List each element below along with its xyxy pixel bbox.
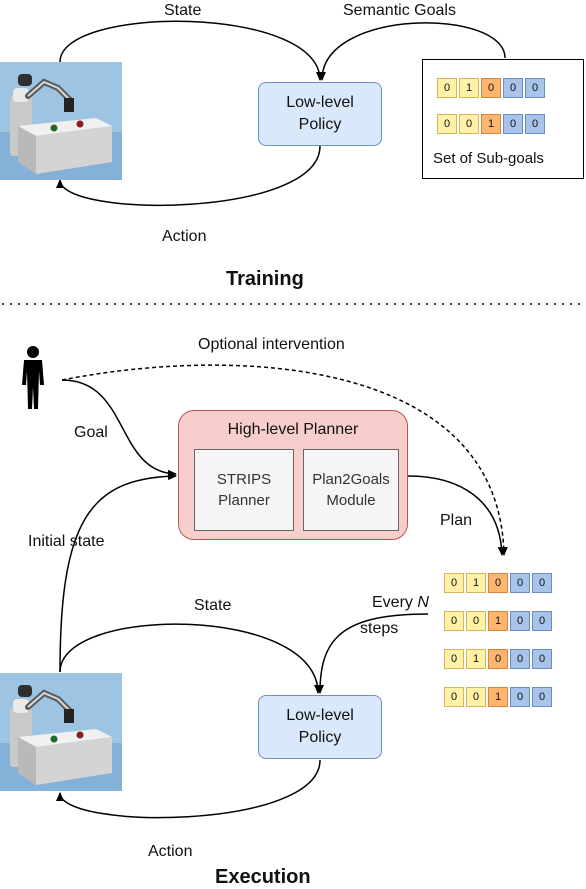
subgoal-cell: 0 xyxy=(510,687,530,707)
execution-action-label: Action xyxy=(148,843,193,860)
training-low-level-policy-box: Low-level Policy xyxy=(258,82,382,146)
robot-scene-image xyxy=(0,673,122,791)
policy-line1: Low-level xyxy=(286,707,354,724)
strips-line2: Planner xyxy=(218,492,270,509)
every-n-variable: N xyxy=(417,594,429,611)
training-goals-arrow xyxy=(318,22,506,81)
subgoal-set-caption: Set of Sub-goals xyxy=(433,150,544,167)
robot-scene-image xyxy=(0,62,122,180)
subgoal-cell: 0 xyxy=(437,114,457,134)
subgoal-cell: 0 xyxy=(503,114,523,134)
execution-low-level-policy-box: Low-level Policy xyxy=(258,695,382,759)
plan-arrow xyxy=(407,475,506,556)
high-level-planner-box: High-level Planner STRIPS Planner Plan2G… xyxy=(178,410,408,540)
initial-state-label: Initial state xyxy=(28,533,105,550)
subgoal-cell: 0 xyxy=(444,687,464,707)
subgoal-cell: 0 xyxy=(510,649,530,669)
training-state-label: State xyxy=(164,2,202,19)
strips-line1: STRIPS xyxy=(216,471,272,488)
subgoal-cell: 1 xyxy=(488,687,508,707)
semantic-goals-label: Semantic Goals xyxy=(343,2,456,19)
initial-state-arrow xyxy=(59,472,177,673)
subgoal-cell: 1 xyxy=(466,649,486,669)
optional-intervention-label: Optional intervention xyxy=(198,336,345,353)
subgoal-cell: 0 xyxy=(466,611,486,631)
plan2goals-module-box: Plan2Goals Module xyxy=(303,449,399,531)
subgoal-cell: 0 xyxy=(481,78,501,98)
strips-planner-box: STRIPS Planner xyxy=(194,449,294,531)
execution-section-title: Execution xyxy=(215,866,311,888)
execution-action-arrow xyxy=(56,759,321,819)
subgoal-cell: 0 xyxy=(488,573,508,593)
policy-line2: Policy xyxy=(298,729,342,746)
subgoal-cell: 0 xyxy=(525,78,545,98)
plan2goals-line1: Plan2Goals xyxy=(312,471,390,488)
subgoal-cell: 0 xyxy=(459,114,479,134)
subgoal-cell: 0 xyxy=(488,649,508,669)
plan2goals-line2: Module xyxy=(326,492,376,509)
subgoal-cell: 0 xyxy=(510,573,530,593)
subgoal-cell: 1 xyxy=(481,114,501,134)
subgoal-cell: 0 xyxy=(532,611,552,631)
subgoal-cell: 0 xyxy=(532,687,552,707)
subgoal-cell: 1 xyxy=(459,78,479,98)
execution-state-arrow xyxy=(59,623,322,694)
every-n-label-line1: Every N xyxy=(372,594,429,612)
subgoal-cell: 0 xyxy=(532,573,552,593)
subgoal-cell: 0 xyxy=(437,78,457,98)
subgoal-cell: 0 xyxy=(466,687,486,707)
subgoal-cell: 0 xyxy=(444,573,464,593)
policy-line1: Low-level xyxy=(286,94,354,111)
person-icon xyxy=(22,346,44,409)
execution-state-label: State xyxy=(194,597,232,614)
training-section-title: Training xyxy=(226,268,304,290)
subgoal-cell: 0 xyxy=(444,611,464,631)
subgoal-cell: 0 xyxy=(532,649,552,669)
training-action-label: Action xyxy=(162,228,207,245)
training-state-arrow xyxy=(59,20,324,81)
policy-line2: Policy xyxy=(298,116,342,133)
subgoal-cell: 1 xyxy=(466,573,486,593)
every-n-label-line2: steps xyxy=(360,620,399,637)
subgoal-cell: 0 xyxy=(510,611,530,631)
goal-arrow xyxy=(61,379,177,478)
optional-intervention-arrow xyxy=(61,364,508,556)
goal-label: Goal xyxy=(74,424,108,441)
high-level-planner-title: High-level Planner xyxy=(227,421,359,438)
subgoal-cell: 0 xyxy=(525,114,545,134)
plan-label: Plan xyxy=(440,512,473,529)
every-n-steps-arrow xyxy=(316,613,429,694)
subgoal-cell: 0 xyxy=(503,78,523,98)
every-n-prefix: Every xyxy=(372,594,418,611)
subgoal-cell: 1 xyxy=(488,611,508,631)
training-action-arrow xyxy=(56,145,321,206)
subgoal-cell: 0 xyxy=(444,649,464,669)
